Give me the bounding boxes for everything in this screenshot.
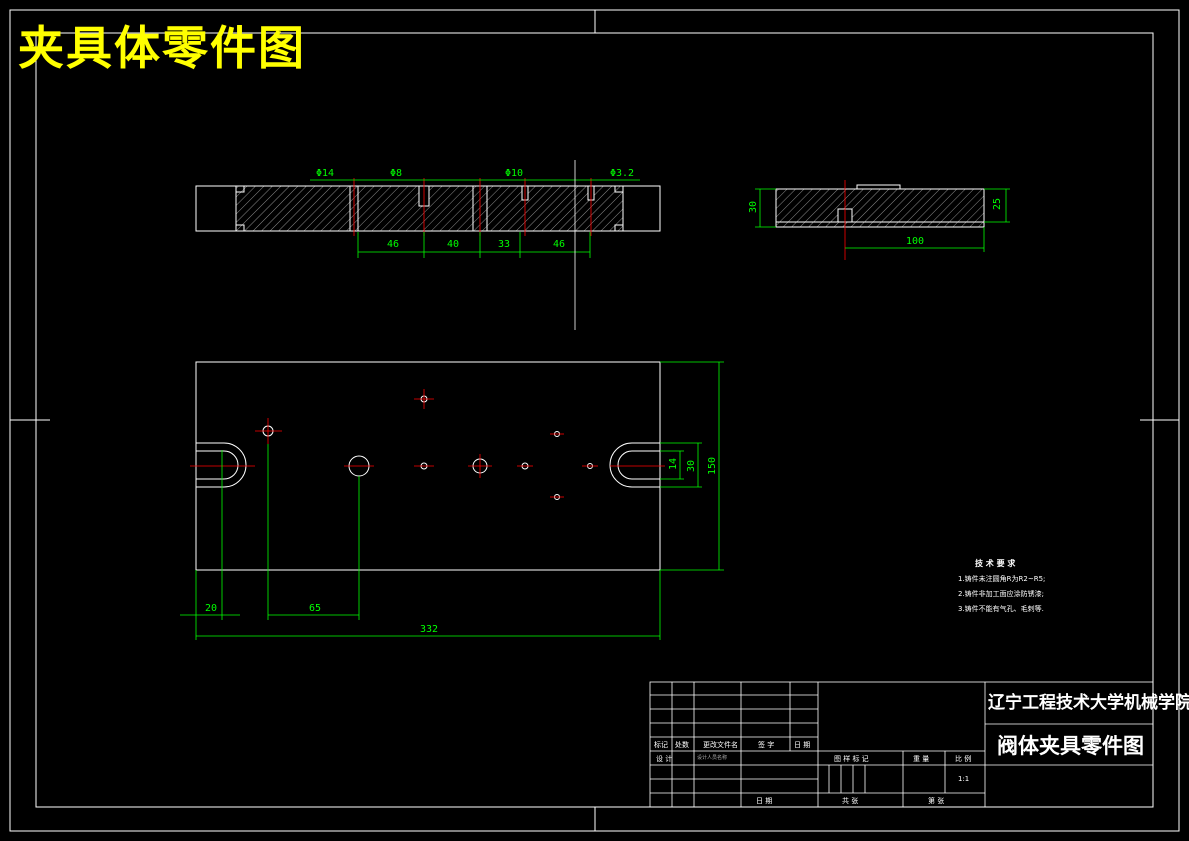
side-section-view (775, 180, 985, 260)
dim-20: 20 (205, 603, 217, 614)
tb-bili: 比 例 (955, 755, 972, 763)
dim-332: 332 (420, 624, 438, 635)
tb-gengai: 更改文件名 (703, 741, 738, 749)
tb-chushu: 处数 (675, 741, 689, 749)
tb-biaoji: 标记 (654, 741, 668, 749)
dim-46b: 46 (553, 239, 565, 250)
dim-14: 14 (668, 458, 679, 470)
tb-gong: 共 张 (842, 797, 859, 805)
tb-zhongliang: 重 量 (913, 755, 930, 763)
tech-req-title: 技 术 要 求 (975, 559, 1016, 568)
dim-150: 150 (707, 457, 718, 475)
tb-qianzi: 签 字 (758, 741, 775, 749)
drawing-name: 阀体夹具零件图 (997, 733, 1144, 758)
title-block (649, 681, 1154, 808)
tb-di: 第 张 (928, 797, 945, 805)
tech-req-item-1: 1.铸件未注圆角R为R2~R5; (958, 575, 1046, 583)
tb-tuyang: 图 样 标 记 (834, 755, 869, 763)
front-view-dimensions (310, 160, 640, 330)
tb-riqi2: 日 期 (756, 797, 773, 805)
top-view-centerlines (190, 389, 665, 498)
sheet-border (9, 9, 1180, 832)
top-view-dimensions (180, 361, 724, 640)
front-section-view (195, 178, 661, 236)
dim-40: 40 (447, 239, 459, 250)
dim-d10: Φ10 (505, 168, 523, 179)
tb-scale: 1:1 (958, 775, 970, 783)
dim-25: 25 (992, 198, 1003, 210)
dim-30-top: 30 (686, 460, 697, 472)
dim-100: 100 (906, 236, 924, 247)
dim-d14: Φ14 (316, 168, 334, 179)
dim-33: 33 (498, 239, 510, 250)
dim-65: 65 (309, 603, 321, 614)
dim-d8: Φ8 (390, 168, 402, 179)
school-name: 辽宁工程技术大学机械学院 (988, 693, 1189, 713)
side-view-dimensions (755, 188, 1010, 252)
dim-46a: 46 (387, 239, 399, 250)
tb-sheji: 设 计 (656, 755, 673, 763)
dim-30-side: 30 (748, 201, 759, 213)
drawing-title: 夹具体零件图 (18, 21, 306, 75)
dim-d3-2: Φ3.2 (610, 168, 634, 179)
tb-designer-name: 设计人员名称 (697, 755, 728, 761)
tech-req-item-2: 2.铸件非加工面应涂防锈漆; (958, 590, 1045, 598)
tech-req-item-3: 3.铸件不能有气孔、毛刺等. (958, 605, 1044, 613)
tb-riqi: 日 期 (794, 741, 811, 749)
